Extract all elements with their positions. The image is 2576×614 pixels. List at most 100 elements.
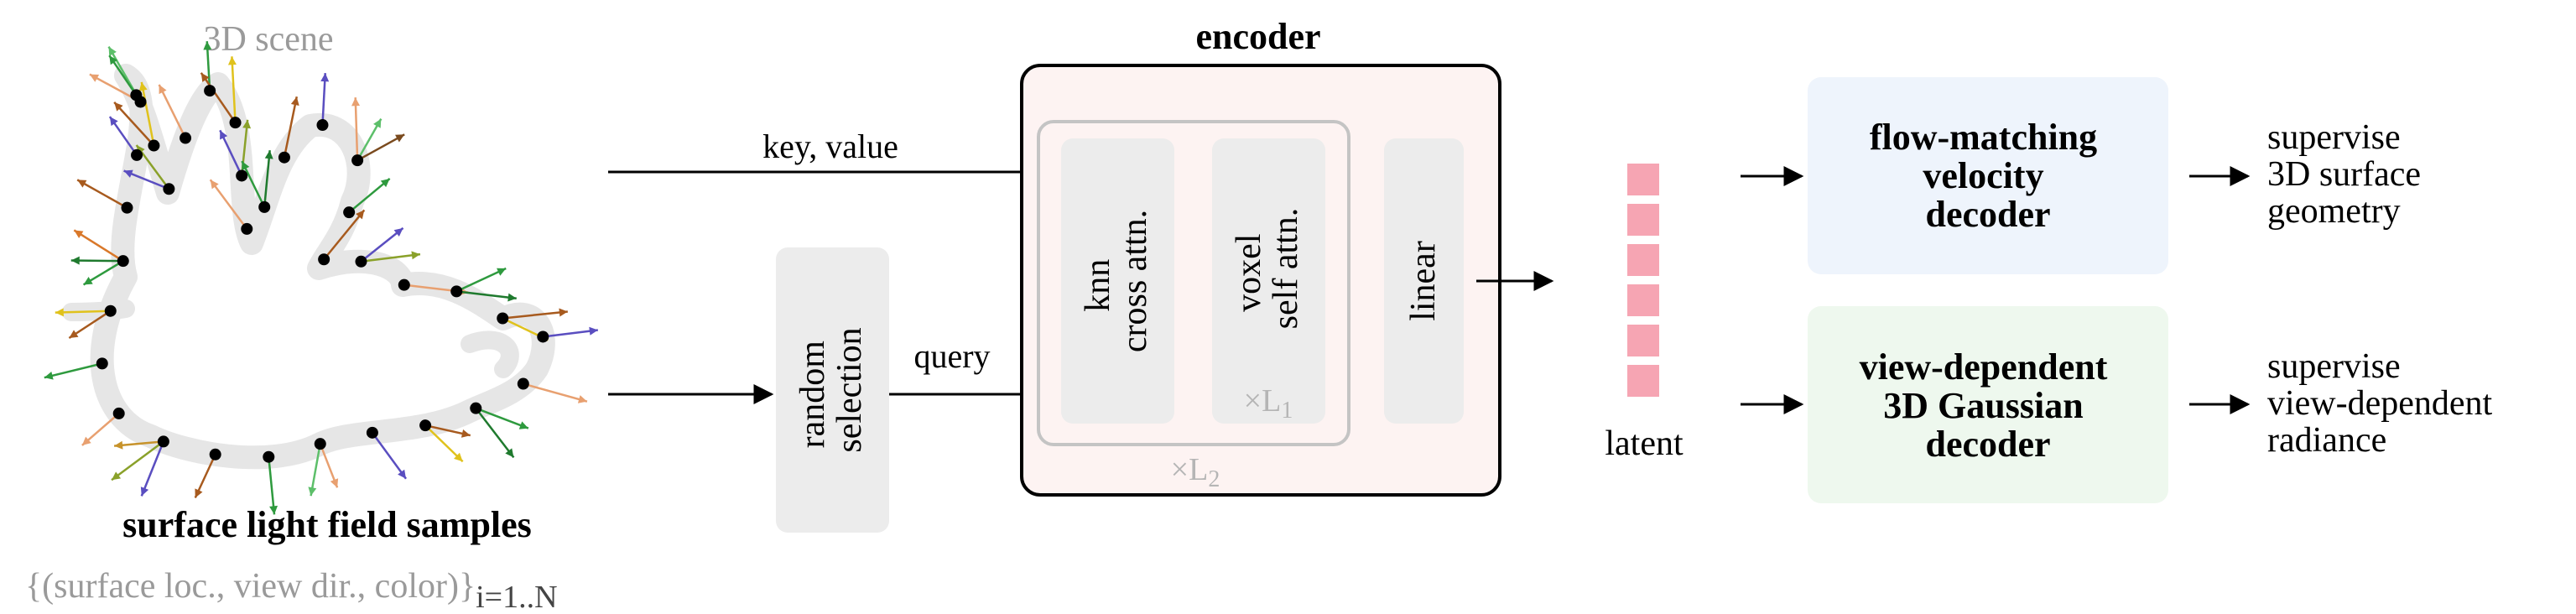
surface-sample-point <box>204 85 216 97</box>
random-selection-label: random selection <box>794 327 869 452</box>
surface-sample-point <box>104 304 117 317</box>
view-direction-ray <box>70 259 123 263</box>
surface-sample-point <box>121 201 133 214</box>
random-selection-box <box>776 247 889 533</box>
surface-sample-point <box>112 407 125 419</box>
gauss-line1: view-dependent <box>1860 346 2108 388</box>
view-direction-arrowhead <box>203 41 212 50</box>
view-direction-arrowhead <box>159 84 167 95</box>
flow-line1: flow-matching <box>1870 117 2097 158</box>
gauss-line3: decoder <box>1925 424 2050 465</box>
view-direction-arrowhead <box>242 161 250 171</box>
surface-sample-point <box>157 435 169 448</box>
view-direction-arrowhead <box>242 119 252 129</box>
view-direction-ray <box>231 56 237 123</box>
flow-decoder-label: flow-matching velocity decoder <box>1870 117 2106 235</box>
view-direction-arrowhead <box>200 72 210 82</box>
flow-line2: velocity <box>1923 155 2043 196</box>
surface-sample-point <box>148 139 160 152</box>
view-direction-ray <box>140 81 155 146</box>
surface-sample-point <box>258 200 271 213</box>
view-direction-arrowhead <box>74 230 84 239</box>
outer-repeat-times: ×L <box>1171 452 1209 487</box>
view-direction-ray <box>200 72 237 123</box>
view-direction-arrowhead <box>109 117 118 127</box>
view-direction-arrowhead <box>356 210 365 220</box>
view-direction-arrowhead <box>497 268 507 276</box>
surface-sample-point <box>497 312 509 325</box>
view-direction-ray <box>424 424 464 463</box>
view-direction-ray <box>356 133 405 162</box>
view-direction-ray <box>321 73 326 126</box>
view-direction-arrowhead <box>395 134 405 143</box>
view-direction-ray <box>475 407 529 429</box>
view-direction-arrowhead <box>195 488 203 498</box>
surface-sample-point <box>117 255 129 268</box>
view-direction-ray <box>456 290 517 299</box>
surface-sample-point <box>537 330 549 343</box>
view-direction-ray <box>361 252 421 263</box>
surface-sample-point <box>163 183 175 195</box>
scene-formula: {(surface loc., view dir., color)}i=1..N <box>25 567 558 614</box>
surface-sample-point <box>236 169 248 182</box>
view-direction-ray <box>55 310 111 314</box>
inner-repeat-sub: 1 <box>1281 398 1293 424</box>
surface-sample-point <box>343 206 356 219</box>
view-direction-arrowhead <box>373 118 382 128</box>
view-direction-arrowhead <box>83 276 93 285</box>
view-direction-ray <box>241 160 266 208</box>
view-direction-arrowhead <box>112 471 122 481</box>
view-direction-ray <box>268 456 276 515</box>
flow-output-line3: geometry <box>2267 192 2401 231</box>
view-direction-arrowhead <box>114 440 123 450</box>
surface-sample-point <box>366 426 378 439</box>
encoder-title: encoder <box>1195 16 1320 57</box>
inner-repeat-times: ×L <box>1244 383 1282 419</box>
view-direction-arrowhead <box>44 371 54 380</box>
scene-title: 3D scene <box>203 20 333 59</box>
view-direction-ray <box>111 440 164 481</box>
view-direction-ray <box>113 101 155 147</box>
view-direction-arrowhead <box>108 46 117 56</box>
surface-sample-point <box>131 148 143 161</box>
view-direction-ray <box>140 440 165 497</box>
view-direction-arrowhead <box>320 73 330 82</box>
gauss-line2: 3D Gaussian <box>1883 385 2083 426</box>
latent-cell <box>1627 164 1659 195</box>
view-direction-ray <box>310 443 321 497</box>
view-direction-arrowhead <box>81 436 91 445</box>
view-direction-arrowhead <box>454 452 463 462</box>
view-direction-ray <box>158 84 187 139</box>
view-direction-arrowhead <box>114 101 123 112</box>
latent-cell <box>1627 284 1659 316</box>
gauss-output-line1: supervise <box>2267 347 2401 386</box>
latent-cell <box>1627 204 1659 236</box>
surface-sample-point <box>96 357 108 370</box>
latent-cell <box>1627 244 1659 276</box>
view-direction-arrowhead <box>89 74 100 82</box>
surface-sample-point <box>450 285 463 298</box>
gauss-output-line2: view-dependent <box>2267 384 2493 423</box>
view-direction-arrowhead <box>518 421 528 429</box>
knn-cross-attn-box <box>1061 138 1174 424</box>
surface-sample-point <box>355 255 367 268</box>
flow-output-label: supervise 3D surface geometry <box>2267 118 2430 231</box>
view-direction-arrowhead <box>351 97 361 107</box>
view-direction-ray <box>475 407 515 459</box>
view-direction-arrowhead <box>411 251 420 260</box>
view-direction-arrowhead <box>264 150 273 159</box>
surface-sample-point <box>318 253 330 266</box>
linear-box <box>1384 138 1464 424</box>
surface-sample-point <box>316 119 329 132</box>
view-direction-arrowhead <box>507 293 517 302</box>
gauss-decoder-label: view-dependent 3D Gaussian decoder <box>1860 346 2117 465</box>
gauss-decoder-box <box>1808 306 2168 503</box>
view-direction-arrowhead <box>210 180 219 190</box>
view-direction-ray <box>263 150 271 207</box>
view-direction-arrowhead <box>505 448 514 458</box>
view-direction-ray <box>73 229 124 263</box>
scene-illustration <box>44 41 598 515</box>
flow-output-line1: supervise <box>2267 118 2401 157</box>
latent-vector <box>1627 164 1659 397</box>
view-direction-ray <box>283 96 299 158</box>
